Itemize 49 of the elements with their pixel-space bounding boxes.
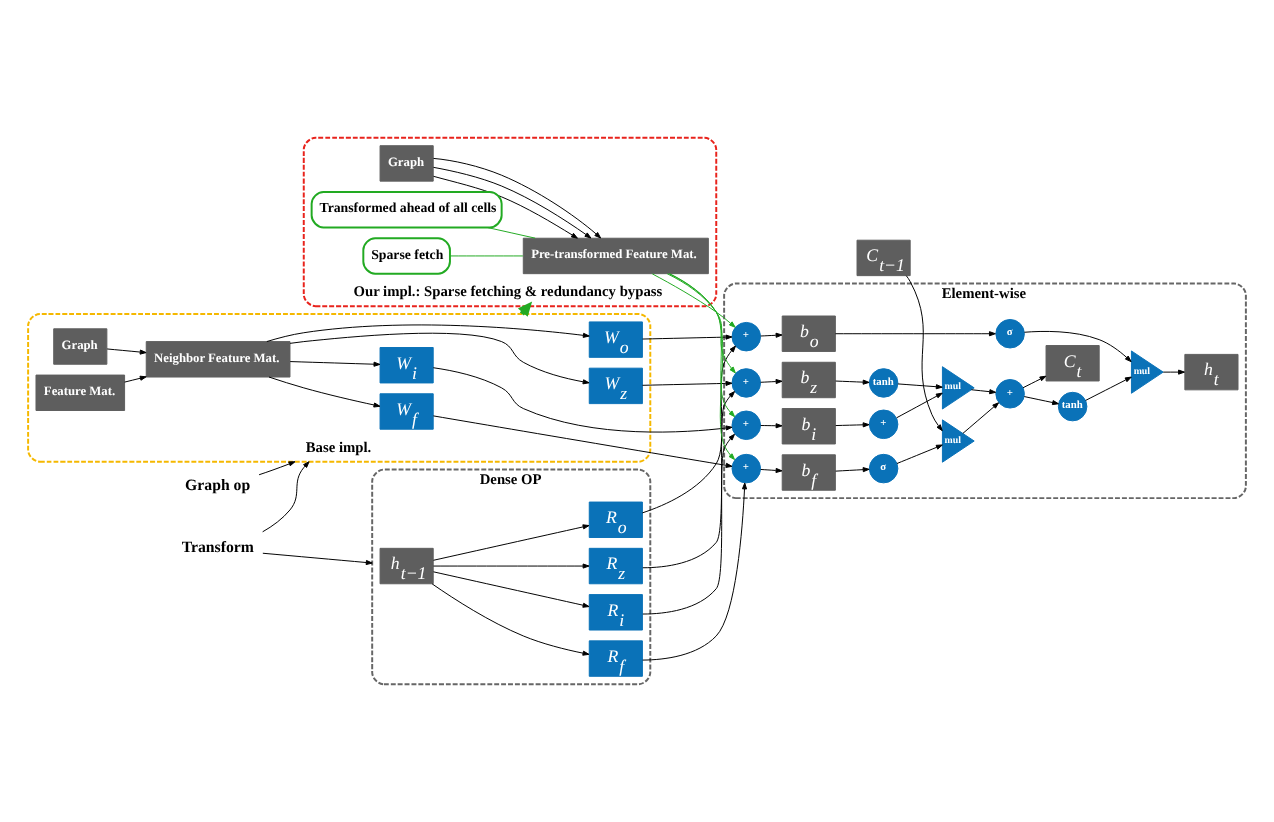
arrow — [432, 175, 578, 239]
arrow — [1022, 375, 1047, 389]
arrow — [760, 423, 783, 429]
connector — [449, 255, 524, 257]
arrow — [834, 331, 996, 337]
arrow — [642, 391, 736, 569]
arrow — [642, 482, 748, 661]
arrow — [262, 461, 310, 533]
arrow — [970, 389, 997, 395]
node-text: Graph op — [185, 476, 251, 495]
arrow — [642, 334, 733, 340]
arrow — [835, 467, 870, 473]
arrow — [760, 467, 783, 473]
arrow — [642, 433, 735, 615]
arrow — [896, 392, 943, 419]
arrow — [651, 273, 736, 328]
arrow — [289, 361, 381, 367]
arrow — [124, 375, 147, 383]
arrow — [897, 383, 943, 390]
arrow — [432, 415, 733, 468]
arrow — [432, 571, 590, 608]
arrow — [431, 583, 590, 656]
arrow — [835, 379, 870, 385]
arrow — [1023, 330, 1132, 363]
arrow — [432, 563, 590, 569]
arrow — [835, 422, 870, 428]
arrow — [641, 345, 736, 514]
arrow — [666, 273, 736, 374]
arrow — [642, 380, 733, 386]
arrow — [266, 324, 590, 343]
arrow — [262, 552, 373, 566]
arrow — [669, 273, 736, 460]
arrow — [760, 332, 783, 338]
arrow — [289, 332, 590, 385]
arrow — [760, 379, 783, 385]
arrow — [106, 348, 147, 355]
arrow — [258, 461, 296, 476]
arrow — [432, 367, 733, 433]
arrow — [1023, 396, 1059, 406]
arrow — [896, 444, 943, 464]
arrow — [668, 273, 736, 418]
arrow — [1162, 369, 1185, 375]
arrow — [268, 376, 381, 408]
arrow — [905, 275, 943, 432]
arrow — [962, 402, 1000, 434]
node-text: Transform — [181, 538, 254, 557]
connector — [486, 226, 536, 239]
arrow — [432, 524, 590, 561]
arrow — [1085, 376, 1132, 401]
